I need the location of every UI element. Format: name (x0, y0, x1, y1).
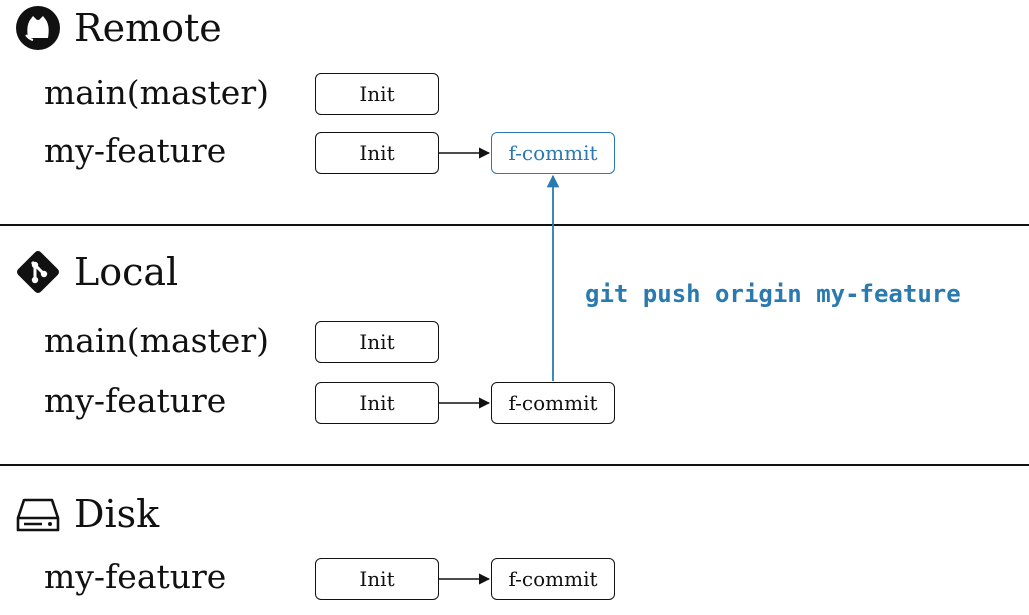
git-icon (14, 248, 62, 296)
remote-main-commit-init: Init (315, 73, 439, 115)
remote-main-branch-label: main(master) (44, 73, 269, 112)
disk-title-text: Disk (74, 492, 160, 536)
local-section-title: Local (14, 248, 178, 296)
disk-feature-commit-f: f-commit (491, 558, 615, 600)
local-feature-branch-label: my-feature (44, 381, 227, 420)
remote-section-title: Remote (14, 4, 222, 52)
github-icon (14, 4, 62, 52)
divider-local-disk (0, 464, 1029, 466)
local-main-commit-init: Init (315, 321, 439, 363)
local-feature-commit-f: f-commit (491, 382, 615, 424)
disk-feature-commit-init: Init (315, 558, 439, 600)
local-main-branch-label: main(master) (44, 321, 269, 360)
local-feature-commit-init: Init (315, 382, 439, 424)
git-push-command: git push origin my-feature (585, 280, 961, 308)
divider-remote-local (0, 224, 1029, 226)
remote-feature-branch-label: my-feature (44, 131, 227, 170)
local-title-text: Local (74, 250, 179, 294)
remote-feature-commit-f: f-commit (491, 132, 615, 174)
remote-title-text: Remote (74, 6, 222, 50)
remote-feature-commit-init: Init (315, 132, 439, 174)
disk-section-title: Disk (14, 490, 159, 538)
disk-feature-branch-label: my-feature (44, 557, 227, 596)
hard-drive-icon (14, 490, 62, 538)
